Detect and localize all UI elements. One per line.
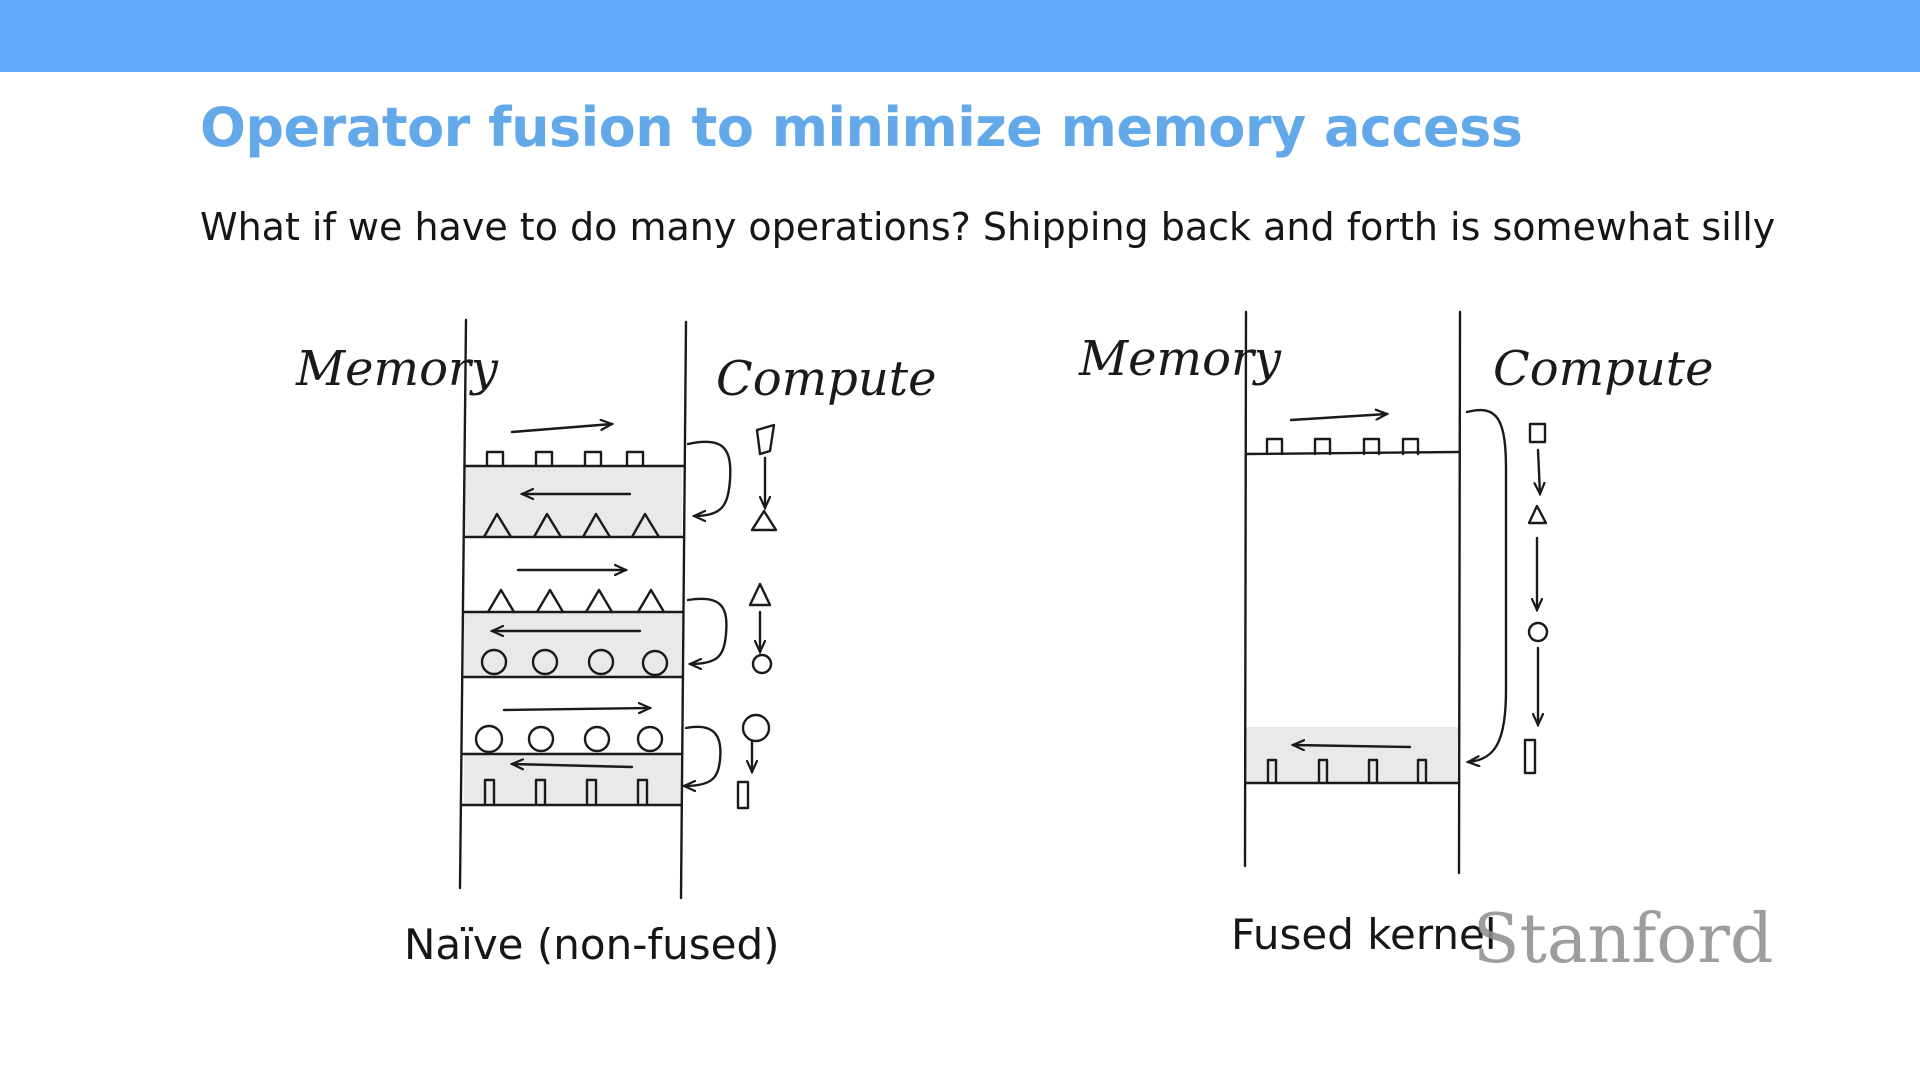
naive-circles-row-3 — [474, 724, 664, 754]
circle-icon — [751, 653, 773, 675]
naive-circles-row-2 — [480, 648, 669, 677]
circle-icon — [741, 713, 771, 743]
fused-roundtrip-arrow — [1467, 408, 1508, 762]
square-icon — [1528, 422, 1547, 444]
naive-read-arrow — [510, 424, 612, 434]
naive-left-wall — [458, 318, 468, 890]
naive-roundtrip-arrow — [684, 725, 722, 786]
naive-read-arrow — [502, 708, 650, 710]
naive-compute-op-2 — [748, 582, 773, 675]
slide-subtitle: What if we have to do many operations? S… — [200, 205, 1776, 249]
naive-shade-3 — [464, 755, 682, 805]
fused-compute-label: Compute — [1493, 341, 1713, 397]
down-arrow-icon — [1538, 448, 1540, 494]
naive-compute-op-3 — [736, 713, 771, 810]
stanford-watermark: Stanford — [1473, 900, 1774, 979]
naive-write-arrow — [512, 764, 634, 767]
naive-compute-label: Compute — [716, 351, 936, 407]
fused-shade — [1246, 727, 1460, 783]
triangle-icon — [1527, 504, 1548, 525]
fused-shelf — [1244, 450, 1461, 456]
top-banner — [0, 0, 1920, 72]
naive-rects-row-3 — [483, 778, 649, 807]
naive-squares-row-1 — [485, 450, 645, 468]
fused-right-wall — [1457, 310, 1462, 875]
triangle-icon — [750, 509, 778, 532]
triangle-icon — [748, 582, 772, 607]
circle-icon — [1527, 621, 1549, 643]
naive-shade-1 — [464, 467, 682, 537]
naive-diagram: Memory Compute — [295, 318, 936, 900]
fused-squares-row — [1265, 437, 1420, 456]
slide-title: Operator fusion to minimize memory acces… — [200, 96, 1523, 159]
naive-roundtrip-arrow — [686, 440, 732, 516]
square-icon — [755, 423, 776, 456]
naive-caption: Naïve (non-fused) — [404, 920, 780, 969]
naive-triangles-row-1 — [482, 512, 661, 539]
fused-memory-label: Memory — [1078, 331, 1282, 387]
fused-caption: Fused kernel — [1231, 910, 1497, 959]
rect-icon — [1523, 738, 1537, 775]
fused-rects-row — [1266, 758, 1428, 785]
naive-triangles-row-2 — [486, 588, 666, 614]
naive-right-wall — [679, 320, 688, 900]
naive-roundtrip-arrow — [686, 597, 728, 664]
fused-diagram: Memory Compute — [1078, 310, 1713, 875]
naive-compute-op-1 — [750, 423, 778, 532]
fused-write-arrow — [1293, 745, 1412, 747]
naive-memory-label: Memory — [295, 341, 499, 397]
fused-read-arrow — [1289, 414, 1387, 422]
fused-compute-chain — [1523, 422, 1549, 775]
naive-shade-2 — [464, 612, 682, 677]
fused-left-wall — [1243, 310, 1248, 868]
rect-icon — [736, 780, 750, 810]
